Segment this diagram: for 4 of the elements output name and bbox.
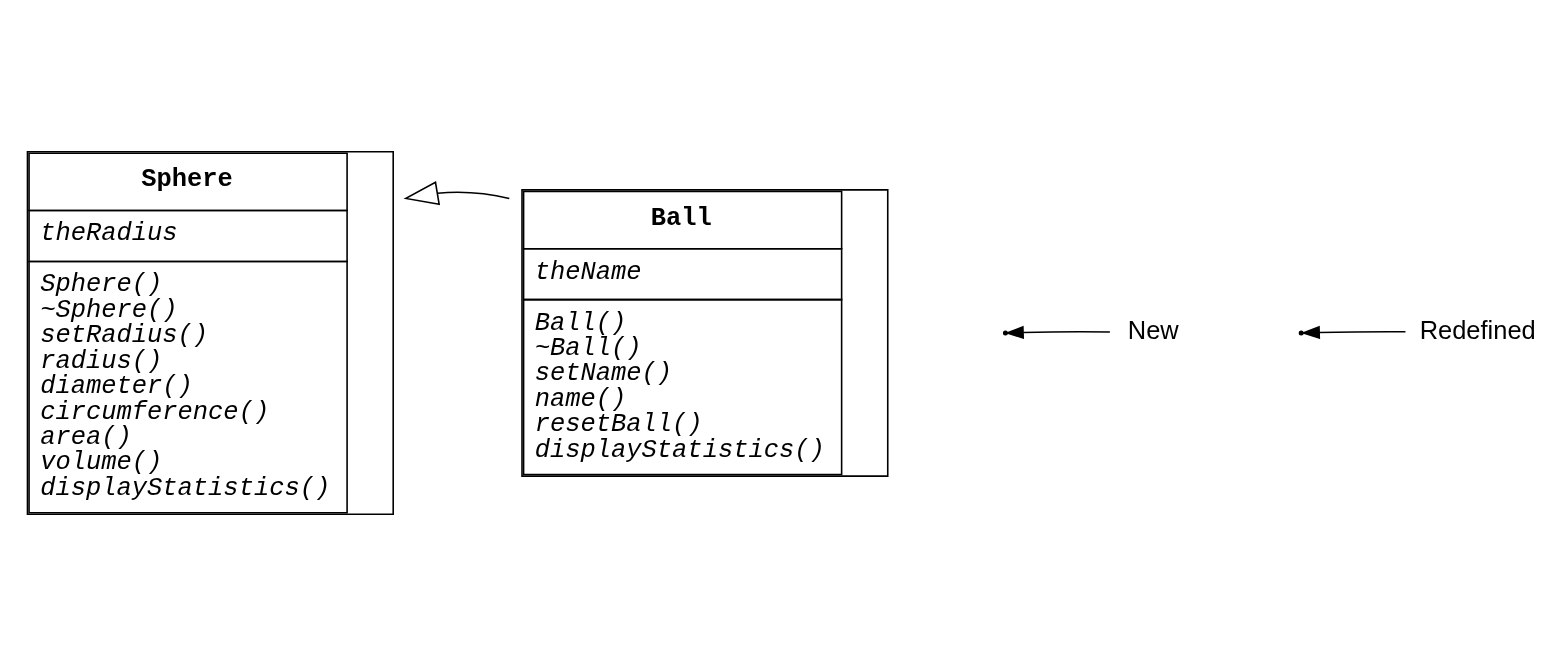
node-text: New — [1127, 315, 1179, 344]
node-text: Redefined — [1419, 315, 1536, 344]
arrow — [403, 180, 511, 205]
arrow — [1004, 325, 1111, 339]
